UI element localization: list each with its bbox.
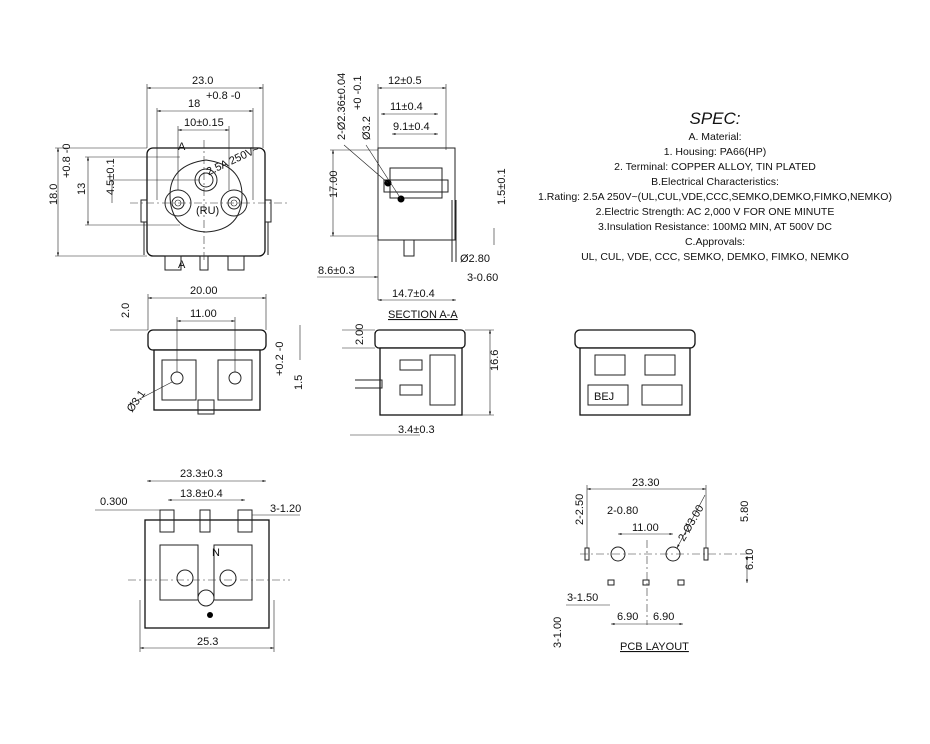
bottom-view: N 23.3±0.3 13.8±0.4 0.300 3-1.20 25.3 xyxy=(95,468,301,652)
dim-hole-diameter: Ø3.2 xyxy=(361,116,373,140)
dim-6-90-right: 6.90 xyxy=(653,611,674,623)
dim-spacing-11: 11.00 xyxy=(632,522,659,534)
dim-offset: 4.5±0.1 xyxy=(105,158,117,195)
dim-opening-height-tol: +0.8 -0 xyxy=(61,143,73,178)
dim-pin-diameter: 2-Ø2.36±0.04 xyxy=(336,73,348,140)
dim-slot-length: 2-2.50 xyxy=(574,494,586,525)
dim-top-2: 2.00 xyxy=(354,324,366,345)
section-title: SECTION A-A xyxy=(388,309,458,321)
dim-opening: 18 xyxy=(188,98,200,110)
spec-line: 3.Insulation Resistance: 100MΩ MIN, AT 5… xyxy=(598,221,832,233)
spec-line: C.Approvals: xyxy=(684,236,746,248)
dim-hole-tol: +0 -0.1 xyxy=(352,75,364,110)
front-view: 2.5A 250V~ (RU) 23.0 18 +0.8 -0 10±0.15 … xyxy=(48,75,290,271)
dim-pin-2-80: Ø2.80 xyxy=(460,253,490,265)
dim-height: 18.0 xyxy=(48,184,60,205)
dim-9: 9.1±0.4 xyxy=(393,121,430,133)
dim-8-6: 8.6±0.3 xyxy=(318,265,355,277)
side-view: 2.00 16.6 3.4±0.3 xyxy=(342,324,501,436)
dim-height-17: 17.00 xyxy=(328,170,340,198)
spec-line: 1.Rating: 2.5A 250V~(UL,CUL,VDE,CCC,SEMK… xyxy=(538,191,892,203)
dim-tab-1-5: 1.5±0.1 xyxy=(496,168,508,205)
spec-line: A. Material: xyxy=(688,131,742,143)
dim-5-80: 5.80 xyxy=(739,501,751,522)
dim-pin-spacing: 10±0.15 xyxy=(184,117,224,129)
section-mark-bottom: A xyxy=(178,259,186,271)
dim-flange: 2.0 xyxy=(120,303,132,318)
dim-width-23-3: 23.3±0.3 xyxy=(180,468,223,480)
pcb-layout-title: PCB LAYOUT xyxy=(620,641,689,653)
dim-tab-tol: +0.2 -0 xyxy=(274,341,286,376)
back-marking: BEJ xyxy=(594,391,614,403)
dim-opening-height: 13 xyxy=(76,183,88,195)
dim-spacing-11: 11.00 xyxy=(190,308,217,320)
dim-width: 23.0 xyxy=(192,75,213,87)
dim-width-20: 20.00 xyxy=(190,285,218,297)
dim-holes: 2-Ø3.00 xyxy=(676,503,706,543)
spec-line: B.Electrical Characteristics: xyxy=(651,176,779,188)
dim-14-7: 14.7±0.4 xyxy=(392,288,435,300)
dim-height-16-6: 16.6 xyxy=(489,350,501,371)
bottom-marking: N xyxy=(212,547,220,559)
spec-line: 2. Terminal: COPPER ALLOY, TIN PLATED xyxy=(614,161,816,173)
dim-pin-0-60: 3-0.60 xyxy=(467,272,498,284)
spec-title: SPEC: xyxy=(689,109,741,128)
dim-pad-height: 3-1.00 xyxy=(552,617,564,648)
spec-line: UL, CUL, VDE, CCC, SEMKO, DEMKO, FIMKO, … xyxy=(581,251,849,263)
dim-thickness: 0.300 xyxy=(100,496,128,508)
dim-width-23-30: 23.30 xyxy=(632,477,660,489)
dim-pin-3-4: 3.4±0.3 xyxy=(398,424,435,436)
dim-pad: 3-1.50 xyxy=(567,592,598,604)
spec-line: 1. Housing: PA66(HP) xyxy=(663,146,767,158)
pcb-layout: 23.30 2-0.80 11.00 2-Ø3.00 2-2.50 5.80 6… xyxy=(552,477,756,653)
dim-12: 12±0.5 xyxy=(388,75,422,87)
dim-hole-3-1: Ø3.1 xyxy=(125,388,149,414)
cert-marking: (RU) xyxy=(196,205,219,217)
dim-overall-25-3: 25.3 xyxy=(197,636,218,648)
back-view: BEJ xyxy=(574,329,696,416)
section-mark-top: A xyxy=(178,141,186,153)
spec-block: SPEC: A. Material: 1. Housing: PA66(HP) … xyxy=(522,108,908,265)
dim-11: 11±0.4 xyxy=(390,101,423,113)
dim-opening-tol: +0.8 -0 xyxy=(206,90,241,102)
spec-line: 2.Electric Strength: AC 2,000 V FOR ONE … xyxy=(595,206,835,218)
dim-slot: 2-0.80 xyxy=(607,505,638,517)
dim-tab-1-5: 1.5 xyxy=(293,375,305,390)
dim-6-10: 6.10 xyxy=(744,549,756,570)
section-view: 12±0.5 11±0.4 9.1±0.4 2-Ø2.36±0.04 Ø3.2 … xyxy=(317,73,508,321)
top-view: 20.00 11.00 2.0 Ø3.1 1.5 +0.2 -0 xyxy=(110,285,305,415)
dim-tabs: 3-1.20 xyxy=(270,503,301,515)
dim-inner-13-8: 13.8±0.4 xyxy=(180,488,223,500)
dim-6-90-left: 6.90 xyxy=(617,611,638,623)
